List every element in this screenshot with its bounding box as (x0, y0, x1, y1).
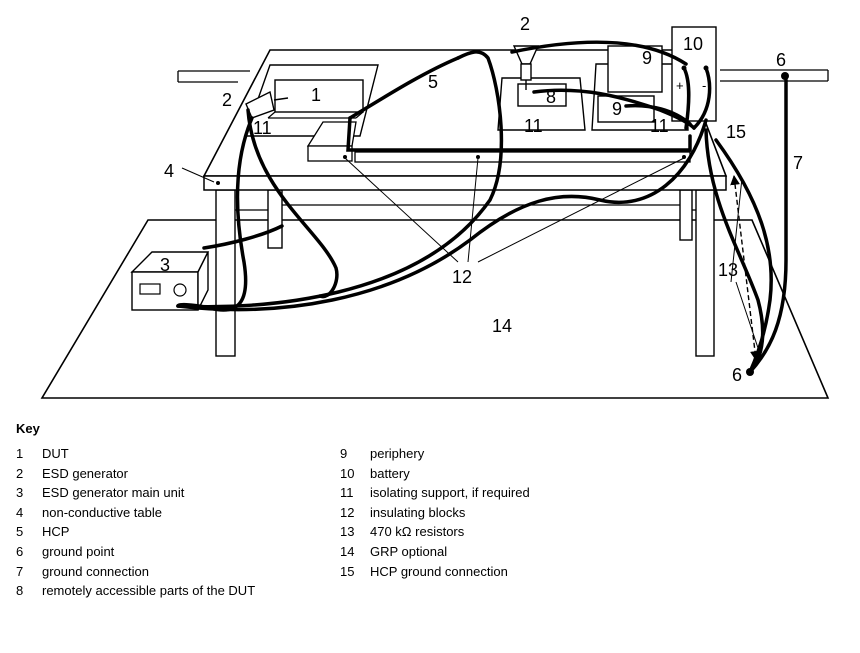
remote-parts-box (517, 83, 567, 107)
key-label: isolating support, if required (370, 485, 530, 501)
key-number: 8 (16, 583, 24, 599)
key-item: 3 ESD generator main unit (16, 483, 255, 503)
table-top-edge (203, 175, 727, 191)
key-number: 13 (340, 524, 355, 540)
key-item: 15 HCP ground connection (340, 562, 530, 582)
key-list-right: 9 periphery 10 battery 11 isolating support… (340, 444, 530, 581)
callout-support-right: 11 (650, 116, 669, 136)
callout-hcp-ground: 15 (726, 122, 746, 142)
key-number: 11 (340, 485, 354, 501)
callout-esd-generator-left: 2 (222, 90, 232, 110)
esd-test-setup-diagram: 1 2 2 3 4 5 6 6 7 8 9 9 10 11 11 11 12 1… (40, 14, 830, 399)
callout-grp: 14 (492, 316, 512, 336)
wall-rail (177, 69, 829, 83)
grp-floor-plane (40, 219, 830, 399)
key-number: 3 (16, 485, 24, 501)
callout-remote-parts: 8 (546, 87, 556, 107)
key-label: remotely accessible parts of the DUT (42, 583, 256, 599)
key-number: 10 (340, 465, 355, 481)
key-item: 9 periphery (340, 444, 530, 464)
callout-support-left: 11 (253, 118, 272, 138)
callout-support-mid: 11 (524, 116, 543, 136)
key-label: HCP (42, 524, 70, 540)
leader-lines (181, 157, 761, 355)
ground-point-bottom (746, 368, 754, 376)
key-item: 13 470 kΩ resistors (340, 522, 530, 542)
key-number: 15 (340, 563, 355, 579)
key-label: non-conductive table (42, 504, 162, 520)
callout-resistors: 13 (718, 260, 738, 280)
key-label: battery (370, 465, 410, 481)
key-label: ESD generator (42, 465, 128, 481)
callout-ground-point-top: 6 (776, 50, 786, 70)
dut-box (274, 79, 364, 113)
key-number: 12 (340, 504, 355, 520)
key-label: HCP ground connection (370, 563, 508, 579)
table-apron (235, 204, 696, 211)
callout-periphery-upper: 9 (642, 48, 652, 68)
key-label: DUT (42, 446, 69, 461)
key-label: 470 kΩ resistors (370, 524, 465, 540)
cables (176, 40, 788, 374)
callout-battery: 10 (683, 34, 703, 54)
callout-esd-generator-top: 2 (520, 14, 530, 34)
key-item: 14 GRP optional (340, 542, 530, 562)
callout-table: 4 (164, 161, 174, 181)
key-item: 12 insulating blocks (340, 503, 530, 523)
key-item: 7 ground connection (16, 562, 255, 582)
resistor-markers (730, 175, 760, 361)
key-number: 2 (16, 465, 24, 481)
key-number: 14 (340, 543, 355, 559)
key-label: GRP optional (370, 543, 448, 559)
key-number: 9 (340, 446, 348, 461)
key-label: periphery (370, 446, 425, 461)
key-list-left: 1 DUT 2 ESD generator 3 ESD generator main … (16, 444, 255, 601)
key-number: 1 (16, 446, 24, 461)
key-item: 4 non-conductive table (16, 503, 255, 523)
callout-dut: 1 (311, 85, 321, 105)
callout-ground-connection: 7 (793, 153, 803, 173)
esd-main-unit (130, 251, 210, 311)
callout-ground-point-bottom: 6 (732, 365, 742, 385)
callout-periphery-lower: 9 (612, 99, 622, 119)
callout-hcp: 5 (428, 72, 438, 92)
key-number: 4 (16, 504, 24, 520)
key-label: ground connection (42, 563, 149, 579)
table-ground-point-left (216, 181, 220, 185)
key-item: 5 HCP (16, 522, 255, 542)
key-item: 10 battery (340, 464, 530, 484)
callout-insulating-blocks: 12 (452, 267, 472, 287)
key-item: 2 ESD generator (16, 464, 255, 484)
callout-esd-main-unit: 3 (160, 255, 170, 275)
key-number: 5 (16, 524, 24, 540)
key-item: 8 remotely accessible parts of the DUT (16, 581, 255, 601)
key-title: Key (16, 421, 40, 436)
periphery-upper-box (607, 45, 663, 93)
key-number: 6 (16, 543, 24, 559)
key-label: ground point (42, 543, 115, 559)
key-label: ESD generator main unit (42, 485, 185, 501)
key-number: 7 (16, 563, 24, 579)
battery-minus-sign: - (702, 78, 706, 93)
ground-point-top (781, 72, 789, 80)
key-label: insulating blocks (370, 504, 466, 520)
key-item: 6 ground point (16, 542, 255, 562)
battery-plus-sign: + (676, 78, 684, 93)
key-item: 11 isolating support, if required (340, 483, 530, 503)
key-item: 1 DUT (16, 444, 255, 464)
hcp-ground-strip (354, 151, 691, 163)
